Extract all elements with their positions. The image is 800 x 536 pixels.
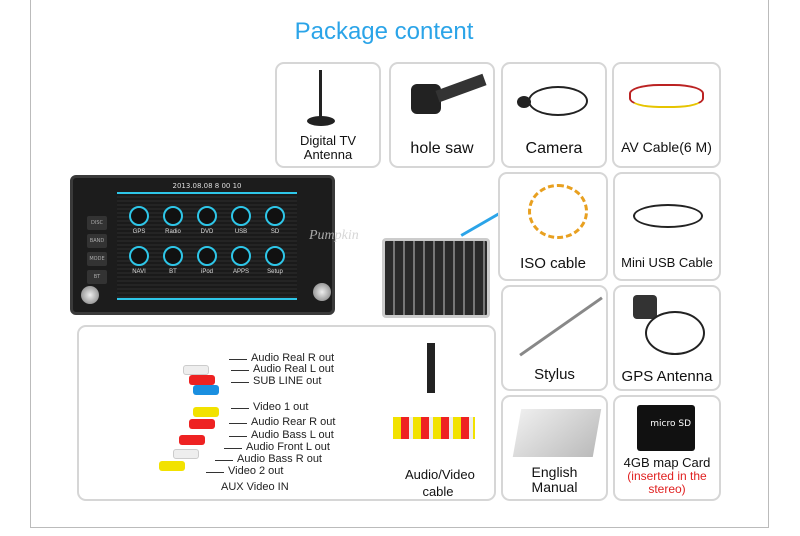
datetime: 2013.08.08 8 00 10 [172,182,242,190]
wiring-image [93,357,223,477]
app-label-gps: GPS [132,229,146,235]
item-hole-saw: hole saw [389,62,495,168]
label: Mini USB Cable [621,255,713,270]
usb-icon [231,206,251,226]
mode-button: MODE [87,252,107,266]
label: Digital TV Antenna [299,133,357,163]
camera-image [517,96,531,108]
item-tv-antenna: Digital TV Antenna [275,62,381,168]
wire-label: Audio Real R out [228,352,335,364]
item-av-cable: AV Cable(6 M) [612,62,721,168]
hole-saw-image [411,84,441,114]
av-harness-image [389,343,479,453]
item-camera: Camera [501,62,607,168]
wire-label: Audio Bass R out [215,453,322,465]
label: English Manual [531,464,578,496]
item-stylus: Stylus [501,285,608,391]
item-iso-cable: ISO cable [498,172,608,281]
hole-saw-shaft [435,73,487,103]
watermark: Pumpkin [309,228,359,243]
microsd-card-image: micro SD [637,405,695,451]
item-map-card: micro SD 4GB map Card (inserted in the s… [613,395,721,501]
app-label-ipod: iPod [200,269,213,275]
volume-knob [81,286,99,304]
label: 4GB map Card [623,455,711,470]
page-title: Package content [294,18,474,45]
label: Stylus [534,366,575,383]
iso-cable-image [528,184,588,239]
disc-button: DISC [87,216,107,230]
bt-button: BT [87,270,107,284]
label: ISO cable [520,255,586,272]
note: (inserted in the stereo) [627,469,707,497]
dvd-icon [197,206,217,226]
stylus-image [519,296,603,357]
app-label-dvd: DVD [200,229,214,235]
wire-label: Video 1 out [230,401,309,413]
app-label-usb: USB [234,229,248,235]
app-label-apps: APPS [232,269,249,275]
gps-antenna-image [633,295,657,319]
gps-cable [645,311,705,355]
app-label-sd: SD [270,229,280,235]
stereo-screen: 2013.08.08 8 00 10 GPS Radio DVD USB SD … [117,182,297,300]
app-label-setup: Setup [267,269,283,275]
wire-label: SUB LINE out [230,375,322,387]
wire-label: Video 2 out [205,465,284,477]
navi-icon [129,246,149,266]
app-label-navi: NAVI [132,269,146,275]
manual-image [512,409,602,457]
item-manual: English Manual [501,395,608,501]
item-av-wiring: Audio Real R out Audio Real L out SUB LI… [77,325,496,501]
iso-connector-image [382,238,490,318]
ipod-icon [197,246,217,266]
apps-icon [231,246,251,266]
av-cable-image [629,84,704,108]
radio-icon [163,206,183,226]
wire-label: Audio Real L out [231,363,334,375]
antenna-base [307,116,335,126]
app-label-radio: Radio [165,229,181,235]
label: GPS Antenna [621,368,713,385]
bluetooth-icon [163,246,183,266]
app-label-bt: BT [169,269,177,275]
setup-icon [265,246,285,266]
usb-cable-image [633,204,703,228]
item-mini-usb: Mini USB Cable [613,172,721,281]
wire-label: Audio Rear R out [228,416,336,428]
label: Audio/Video cable [405,467,475,499]
wire-label: Audio Bass L out [229,429,334,441]
antenna-image [319,70,322,120]
wire-label: Audio Front L out [224,441,330,453]
stereo-unit-image: DISC BAND MODE BT 2013.08.08 8 00 10 GPS… [70,175,359,315]
band-button: BAND [87,234,107,248]
label: AV Cable(6 M) [621,139,712,155]
content-frame [30,0,769,528]
label: Camera [525,140,583,157]
tune-knob [313,283,331,301]
label: hole saw [410,140,474,157]
gps-icon [129,206,149,226]
sd-icon [265,206,285,226]
camera-cable [528,86,588,116]
wire-label: AUX Video IN [221,481,289,493]
item-gps: GPS Antenna [613,285,721,391]
